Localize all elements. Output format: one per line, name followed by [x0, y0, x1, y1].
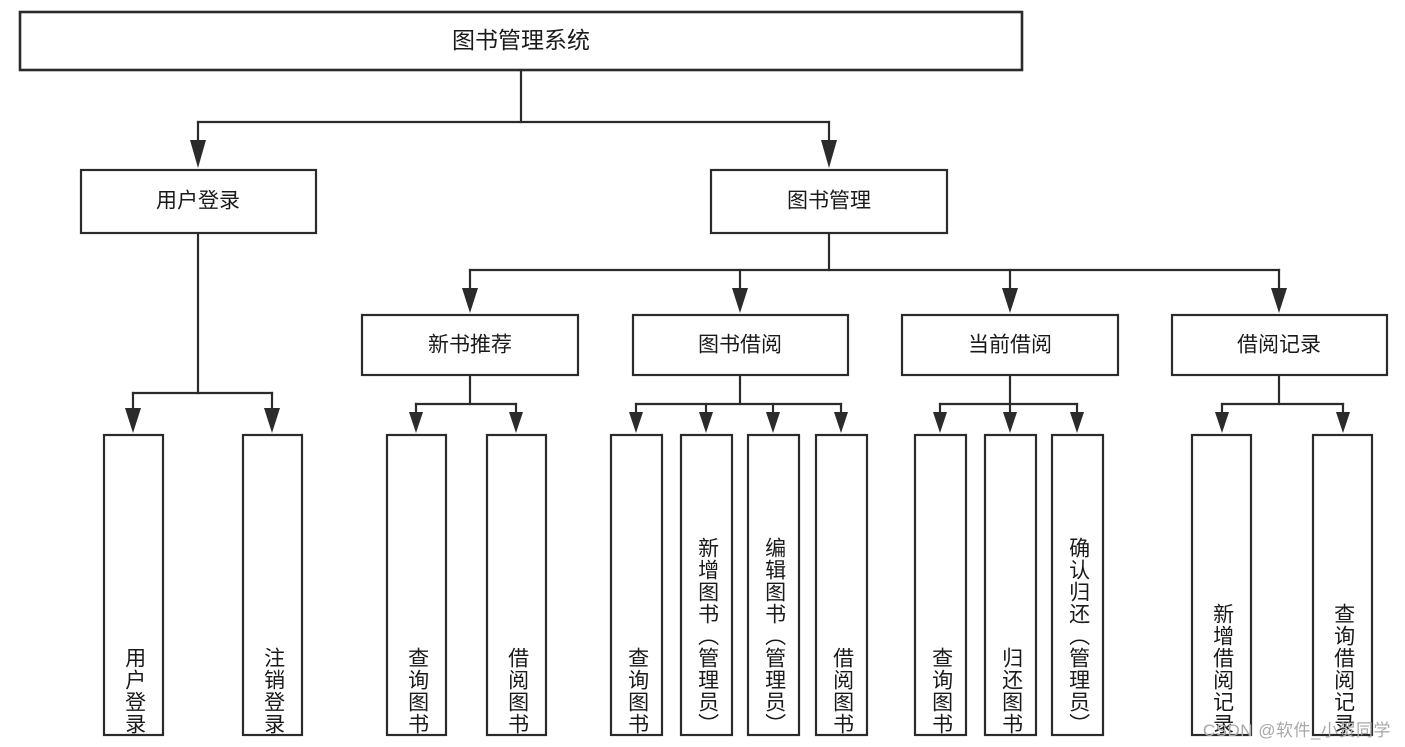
connector-group-borrowrecord-to-leaves — [1215, 373, 1350, 433]
leaf-box-logout-login[interactable] — [241, 433, 304, 737]
arrow-head-icon — [1336, 412, 1350, 433]
leaf-box-borrow-book-1[interactable] — [485, 433, 548, 737]
arrow-head-icon — [821, 140, 837, 168]
arrow-head-icon — [766, 412, 780, 433]
arrow-head-icon — [1003, 412, 1017, 433]
connector-group-currentborrow-to-leaves — [933, 373, 1084, 433]
node-current-borrow-box[interactable] — [900, 313, 1120, 377]
connector-group-userlogin-to-leaves — [125, 231, 280, 433]
leaf-box-user-login[interactable] — [102, 433, 165, 737]
arrow-head-icon — [509, 412, 523, 433]
node-borrow-record-label: 借阅记录 — [1237, 334, 1321, 357]
node-new-book-recommend-box[interactable] — [360, 313, 580, 377]
arrow-head-icon — [190, 140, 206, 168]
leaf-box-group — [102, 433, 1374, 737]
node-root[interactable]: 图书管理系统 — [18, 10, 1024, 72]
leaf-box-confirm-return[interactable] — [1050, 433, 1105, 737]
node-book-management-box[interactable] — [709, 168, 949, 235]
arrow-head-icon — [264, 408, 280, 433]
node-borrow-record[interactable]: 借阅记录 — [1170, 313, 1389, 377]
connector-group-bookmgmt-to-level3 — [462, 231, 1287, 313]
node-borrow-record-box[interactable] — [1170, 313, 1389, 377]
node-user-login[interactable]: 用户登录 — [79, 168, 318, 235]
node-book-borrow-box[interactable] — [631, 313, 850, 377]
leaf-box-edit-book-admin[interactable] — [746, 433, 801, 737]
node-root-label: 图书管理系统 — [452, 27, 590, 53]
watermark-text: CSDN @软件_小贺同学 — [1202, 721, 1391, 740]
arrow-head-icon — [125, 408, 141, 433]
arrow-head-icon — [1002, 288, 1018, 313]
leaf-box-borrow-book-2[interactable] — [814, 433, 869, 737]
arrow-head-icon — [1271, 288, 1287, 313]
arrow-head-icon — [1215, 412, 1229, 433]
arrow-head-icon — [462, 288, 478, 313]
node-user-login-label: 用户登录 — [156, 190, 240, 213]
arrow-head-icon — [409, 412, 423, 433]
leaf-box-query-borrow-record[interactable] — [1311, 433, 1374, 737]
node-book-management-label: 图书管理 — [787, 190, 871, 213]
leaf-box-return-book[interactable] — [983, 433, 1038, 737]
connector-group-root-to-level2 — [190, 68, 837, 168]
arrow-head-icon — [699, 412, 713, 433]
node-root-box[interactable] — [18, 10, 1024, 72]
leaf-box-add-borrow-record[interactable] — [1190, 433, 1253, 737]
leaf-box-query-book-2[interactable] — [609, 433, 664, 737]
leaf-box-add-book-admin[interactable] — [679, 433, 734, 737]
arrow-head-icon — [933, 412, 947, 433]
node-book-borrow-label: 图书借阅 — [698, 334, 782, 357]
node-current-borrow[interactable]: 当前借阅 — [900, 313, 1120, 377]
connector-group-newbook-to-leaves — [409, 373, 523, 433]
node-new-book-recommend-label: 新书推荐 — [428, 334, 512, 357]
arrow-head-icon — [834, 412, 848, 433]
leaf-box-query-book-1[interactable] — [385, 433, 448, 737]
node-new-book-recommend[interactable]: 新书推荐 — [360, 313, 580, 377]
connector-group-bookborrow-to-leaves — [629, 373, 848, 433]
arrow-head-icon — [1070, 412, 1084, 433]
leaf-box-query-book-3[interactable] — [913, 433, 968, 737]
node-user-login-box[interactable] — [79, 168, 318, 235]
node-current-borrow-label: 当前借阅 — [968, 334, 1052, 357]
arrow-head-icon — [629, 412, 643, 433]
node-book-borrow[interactable]: 图书借阅 — [631, 313, 850, 377]
arrow-head-icon — [732, 288, 748, 313]
node-book-management[interactable]: 图书管理 — [709, 168, 949, 235]
